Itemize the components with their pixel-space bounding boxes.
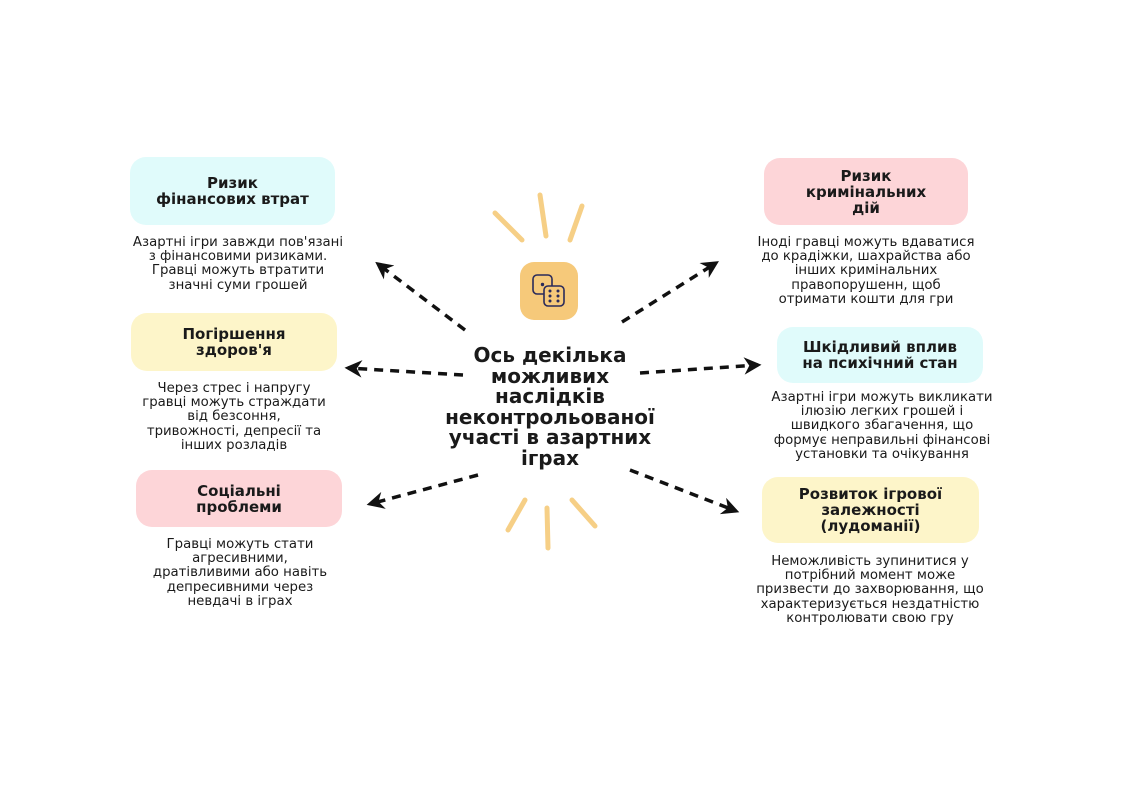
rays-decoration <box>492 192 598 551</box>
desc-addiction: Неможливість зупинитися у потрібний моме… <box>756 554 984 626</box>
dice-icon <box>520 262 578 320</box>
box-health: Погіршення здоров'я <box>131 313 337 371</box>
desc-criminal: Іноді гравці можуть вдаватися до крадіжк… <box>757 235 975 307</box>
desc-mental: Азартні ігри можуть викликати ілюзію лег… <box>771 390 993 462</box>
arrow-to-criminal <box>621 261 719 324</box>
box-mental: Шкідливий вплив на психічний стан <box>777 327 983 383</box>
box-addiction: Розвиток ігрової залежності (лудоманії) <box>762 477 979 543</box>
box-social: Соціальні проблеми <box>136 470 342 527</box>
arrow-to-health <box>344 360 464 378</box>
arrow-to-addiction <box>629 468 740 515</box>
desc-financial-risk: Азартні ігри завжди пов'язані з фінансов… <box>132 235 344 293</box>
center-title: Ось декілька можливих наслідків неконтро… <box>445 343 655 470</box>
arrow-to-financial <box>375 261 467 332</box>
box-criminal: Ризик кримінальних дій <box>764 158 968 225</box>
arrow-to-social <box>366 473 479 509</box>
desc-health: Через стрес і напругу гравці можуть стра… <box>142 381 326 453</box>
desc-social: Гравці можуть стати агресивними, дратівл… <box>152 537 328 609</box>
box-financial-risk: Ризик фінансових втрат <box>130 157 335 225</box>
arrow-to-mental <box>639 357 762 375</box>
